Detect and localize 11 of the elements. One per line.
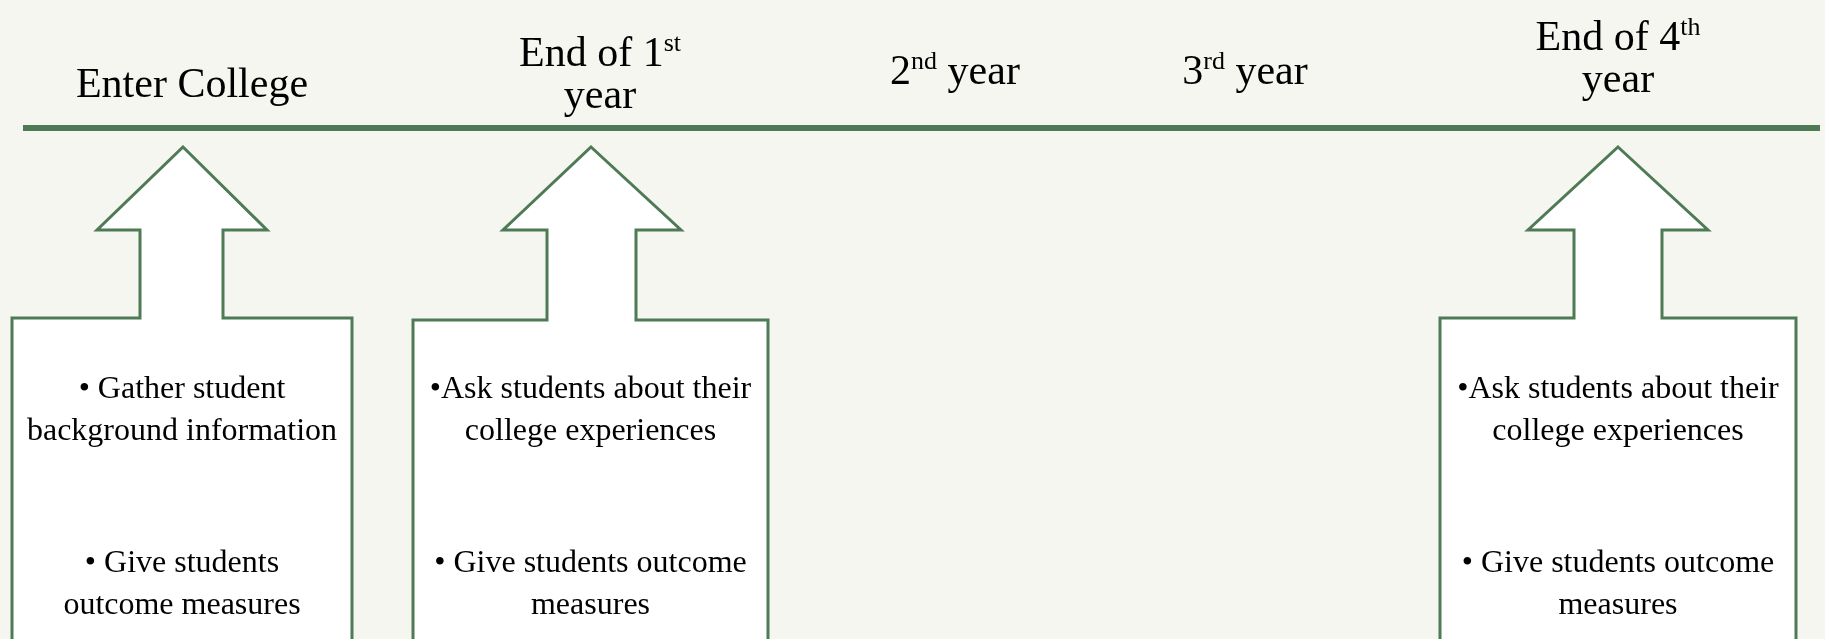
timeline-label: Enter College xyxy=(74,62,310,104)
timeline-label: 2$^{nd}$ year xyxy=(889,48,1021,91)
bullet-text: • Give students outcome measures xyxy=(62,542,302,623)
bullet-text: •Ask students about their college experiences xyxy=(428,368,753,449)
bullet-text: • Give students outcome measures xyxy=(1460,542,1776,623)
bullet-text: • Gather student background information xyxy=(26,368,338,449)
timeline-label: End of 1$^{st}$ year xyxy=(518,30,682,115)
bullet-text: •Ask students about their college experiences xyxy=(1456,368,1780,449)
timeline-label: 3$^{rd}$ year xyxy=(1181,48,1309,91)
bullet-text: • Give students outcome measures xyxy=(433,542,748,623)
timeline-label: End of 4$^{th}$ year xyxy=(1534,14,1702,99)
